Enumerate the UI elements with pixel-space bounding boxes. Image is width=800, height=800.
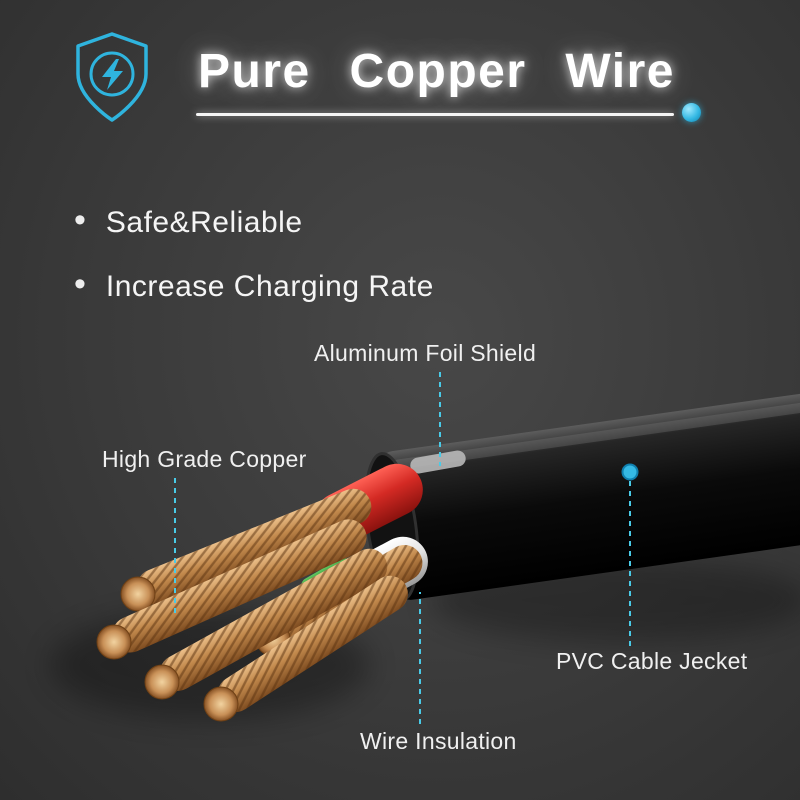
feature-item: • Increase Charging Rate <box>74 265 434 304</box>
callout-label-pvc-cable-jacket: PVC Cable Jecket <box>556 648 748 674</box>
pvc-marker-dot <box>621 463 639 481</box>
copper-bundle-tip <box>203 686 239 722</box>
title-underline <box>196 113 674 116</box>
feature-item: • Safe&Reliable <box>74 201 303 240</box>
shield-lightning-icon <box>76 32 148 122</box>
bullet-icon: • <box>74 201 86 239</box>
copper-strand-bundle <box>203 575 408 722</box>
callout-label-aluminum-foil-shield: Aluminum Foil Shield <box>314 340 537 366</box>
accent-dot <box>682 103 701 122</box>
feature-label: Increase Charging Rate <box>105 270 434 303</box>
bullet-icon: • <box>74 265 86 303</box>
copper-bundle-tip <box>120 576 156 612</box>
copper-bundle-tip <box>144 664 180 700</box>
feature-label: Safe&Reliable <box>105 206 303 239</box>
aluminum-foil <box>410 450 466 474</box>
callout-label-wire-insulation: Wire Insulation <box>360 728 517 754</box>
page-title: Pure Copper Wire <box>198 45 675 98</box>
copper-strand-bundle <box>144 548 388 700</box>
copper-strand-bundle <box>96 519 367 660</box>
copper-bundle-tip <box>96 624 132 660</box>
callout-label-high-grade-copper: High Grade Copper <box>102 446 307 472</box>
copper-strand-bundle <box>120 488 372 612</box>
